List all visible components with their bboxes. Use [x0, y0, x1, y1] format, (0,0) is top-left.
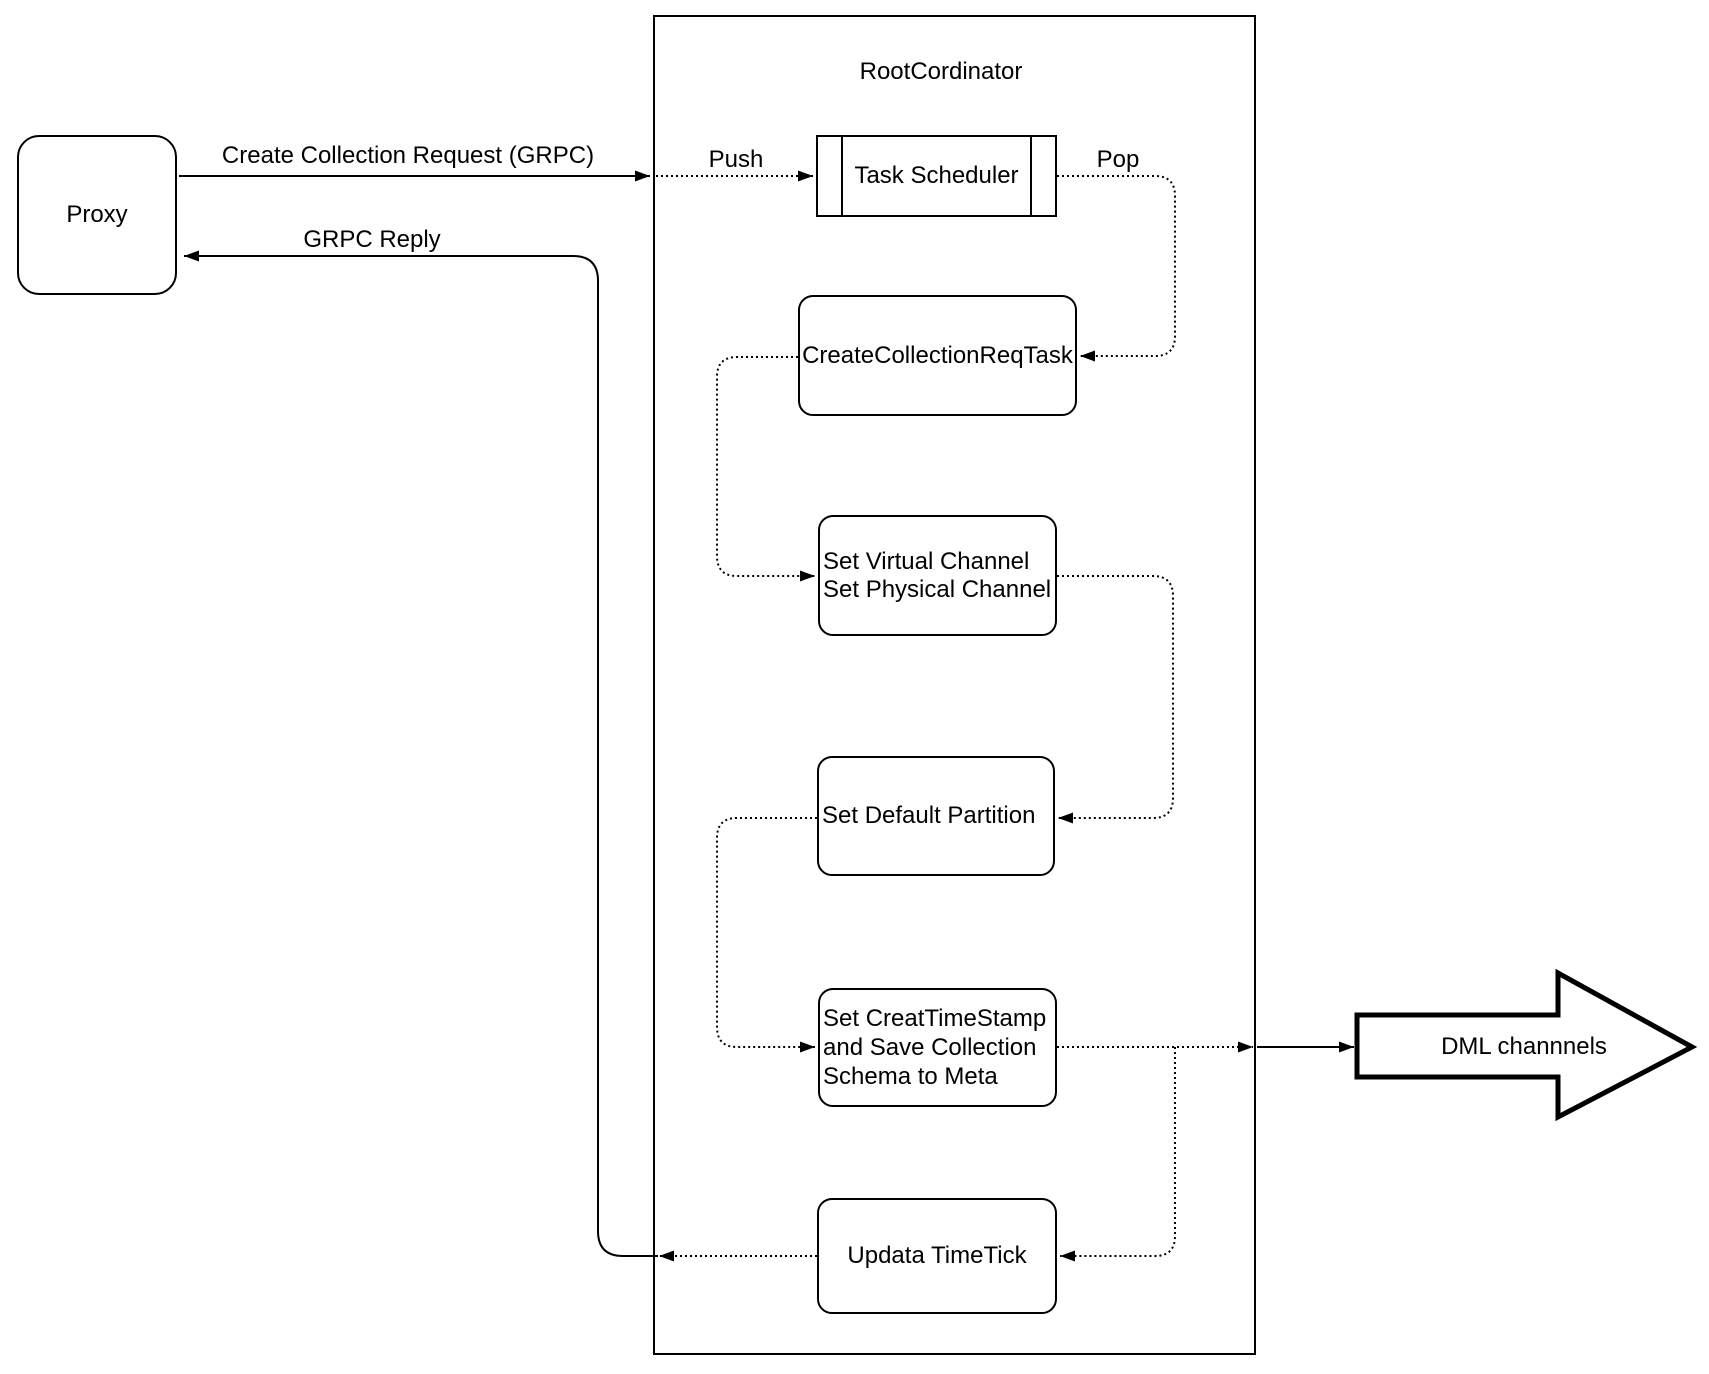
node-set-create-timestamp: Set CreatTimeStamp and Save Collection S… [818, 988, 1057, 1107]
label-pop: Pop [1096, 146, 1140, 173]
node-task-scheduler: Task Scheduler [816, 135, 1057, 217]
edge-settimestamp-to-updatetimetick [1060, 1047, 1176, 1262]
label-push: Push [708, 146, 764, 173]
node-create-collection-req-task-label: CreateCollectionReqTask [802, 341, 1073, 369]
node-dml-channels-label: DML channnels [1441, 1033, 1607, 1060]
rootcoordinator-container [653, 15, 1256, 1355]
dml-channels-arrow-shape [1354, 968, 1698, 1122]
edge-grpc-reply [184, 250, 658, 1257]
node-proxy: Proxy [17, 135, 177, 295]
node-update-timetick-label: Updata TimeTick [847, 1242, 1027, 1269]
rootcoordinator-title: RootCordinator [859, 58, 1023, 85]
node-update-timetick: Updata TimeTick [817, 1198, 1057, 1314]
node-set-channels-label: Set Virtual Channel Set Physical Channel [823, 547, 1052, 603]
node-proxy-label: Proxy [66, 201, 128, 228]
edge-setdefault-to-settimestamp [716, 817, 817, 1053]
label-create-collection-request: Create Collection Request (GRPC) [221, 142, 595, 169]
task-scheduler-left-bar [841, 137, 843, 215]
node-set-default-partition-label: Set Default Partition [822, 802, 1036, 829]
node-create-collection-req-task: CreateCollectionReqTask [798, 295, 1077, 416]
node-task-scheduler-label: Task Scheduler [854, 162, 1019, 189]
node-set-create-timestamp-label: Set CreatTimeStamp and Save Collection S… [823, 1005, 1047, 1090]
node-set-channels: Set Virtual Channel Set Physical Channel [818, 515, 1057, 636]
node-set-default-partition: Set Default Partition [817, 756, 1055, 876]
edge-createtask-to-setchannels [716, 356, 815, 582]
label-grpc-reply: GRPC Reply [303, 226, 441, 253]
edge-pop [1057, 175, 1176, 362]
task-scheduler-right-bar [1030, 137, 1032, 215]
